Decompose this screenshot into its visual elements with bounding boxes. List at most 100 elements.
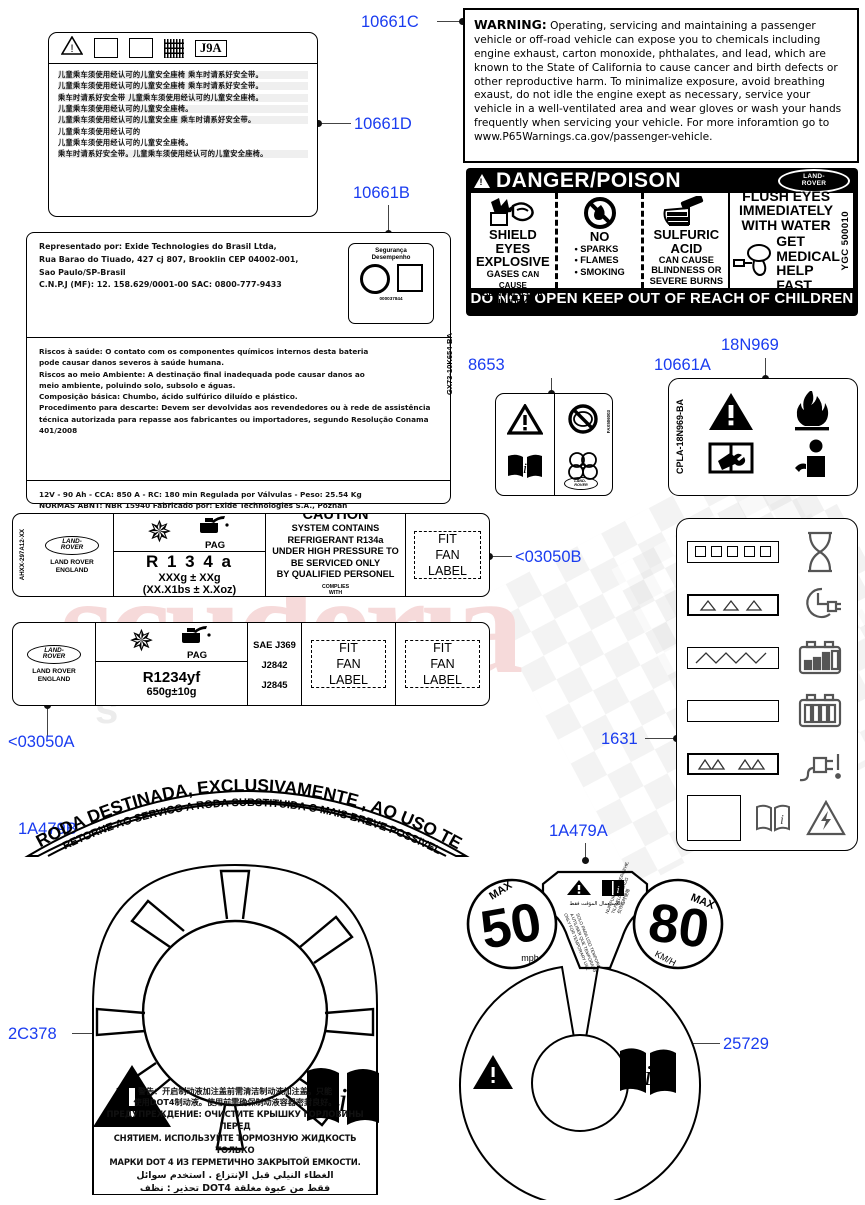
label-1631-icon-grid[interactable]: i: [676, 518, 858, 851]
label-25729-ring[interactable]: i: [450, 955, 710, 1205]
sulfuric-acid-icon: [663, 196, 709, 228]
icon-grid-row: [687, 740, 847, 787]
battery-header-line: Sao Paulo/SP-Brasil: [39, 267, 126, 277]
leader-10661C: [437, 21, 463, 23]
battery-header-section: Representado por: Exide Technologies do …: [27, 233, 450, 337]
brake-cap-line-ar: فقط من عبوة مغلقة DOT4 تحذير : نظف: [139, 1182, 331, 1194]
ring-svg: i: [459, 965, 701, 1205]
ac2-refrigerant-cell: ✵ PAG R1234yf 650g±10g: [95, 623, 247, 705]
ac-caution-body: SYSTEM CONTAINS REFRIGERANT R134a UNDER …: [272, 523, 399, 580]
warning-triangle-icon: [474, 173, 490, 188]
icon-grid-row: [687, 687, 847, 734]
leader-dot-10661C: [459, 18, 466, 25]
land-rover-oval-icon: LAND- ROVER: [778, 168, 850, 193]
callout-10661C[interactable]: 10661C: [361, 13, 419, 31]
leader-10661B: [388, 205, 390, 235]
callout-18N969[interactable]: 18N969: [721, 336, 779, 354]
battery-header-line: Rua Barao do Tiuado, 427 cj 807, Brookli…: [39, 254, 299, 264]
ac-brand-name: LAND ROVER ENGLAND: [50, 558, 94, 574]
callout-10661A[interactable]: 10661A: [654, 356, 711, 374]
manual-book-icon: i: [307, 1067, 379, 1125]
ac-r134a-label[interactable]: AHXX-297A12-XX LAND- ROVER LAND ROVER EN…: [12, 513, 490, 597]
no-flame-icon: [583, 196, 617, 230]
china-label-header: ! J9A: [49, 33, 317, 64]
china-line: 儿童乘车须使用经认可的儿童安全座椅 乘车时请系好安全带。: [58, 82, 308, 91]
battery-header-line: Representado por: Exide Technologies do …: [39, 242, 277, 251]
china-child-seat-label[interactable]: ! J9A 儿童乘车须使用经认可的儿童安全座椅 乘车时请系好安全带。 儿童乘车须…: [48, 32, 318, 217]
warning-triangle-icon: [473, 1055, 513, 1089]
brazil-battery-label[interactable]: Representado por: Exide Technologies do …: [26, 232, 454, 547]
pag-text: PAG: [187, 649, 208, 661]
china-label-body: 儿童乘车须使用经认可的儿童安全座椅 乘车时请系好安全带。 儿童乘车须使用经认可的…: [49, 64, 317, 165]
snowflake-icon: ✵: [146, 515, 173, 549]
blank-square-icon: [687, 795, 741, 841]
china-line: 乘车时请系好安全带。儿童乘车须使用经认可的儿童安全座椅。: [58, 150, 308, 159]
callout-1631[interactable]: 1631: [601, 730, 638, 748]
ac2-brand-name: LAND ROVER ENGLAND: [32, 667, 76, 683]
callout-03050B[interactable]: <03050B: [515, 548, 582, 566]
callout-10661D[interactable]: 10661D: [354, 115, 412, 133]
label-18n969[interactable]: CPLA-18N969-BA: [668, 378, 858, 496]
china-line: 儿童乘车须使用经认可的儿童安全座 乘车时请系好安全带。: [58, 116, 308, 125]
danger-side-code: YGC 500010: [839, 210, 851, 271]
ac-r1234yf-label[interactable]: LAND- ROVER LAND ROVER ENGLAND ✵ PAG R: [12, 622, 490, 706]
ac2-sae-cell: SAE J369 J2842 J2845: [247, 623, 301, 705]
seal-line-1: Segurança: [375, 247, 407, 254]
svg-text:i: i: [523, 461, 527, 477]
brake-cap-text-block: 警告：开启制动液加注盖前需清洁制动液加注盖。只能 使用DOT4制动液。使用前需确…: [99, 1086, 371, 1195]
empty-box-2: [129, 38, 153, 58]
battery-spec-line: 12V - 90 Ah - CCA: 850 A - RC: 180 min R…: [39, 490, 362, 499]
qr-code-icon: [164, 38, 184, 58]
callout-2C378[interactable]: 2C378: [8, 1025, 57, 1043]
icon-grid-row: [687, 528, 847, 575]
leader-03050A: [47, 705, 49, 737]
ac-charge-imperial: (XX.X1bs ± X.Xoz): [142, 584, 237, 596]
p65-warning-text: WARNING: Operating, servicing and mainta…: [465, 10, 857, 145]
ac-caution-heading: CAUTION: [302, 513, 369, 524]
p65-warning-label[interactable]: WARNING: Operating, servicing and mainta…: [463, 8, 859, 163]
ac2-fit-fan-cell-1: FIT FAN LABEL: [301, 623, 395, 705]
spare-wheel-arc-label[interactable]: RODA DESTINADA, EXCLUSIVAMENTE , AO USO …: [15, 736, 472, 857]
hourglass-icon: [793, 530, 847, 574]
callout-1A479A[interactable]: 1A479A: [549, 822, 608, 840]
brake-cap-line-ru: СНЯТИЕМ. ИСПОЛЬЗУЙТЕ ТОРМОЗНУЮ ЖИДКОСТЬ …: [113, 1132, 357, 1155]
ac-caution-cell: CAUTION SYSTEM CONTAINS REFRIGERANT R134…: [265, 514, 405, 596]
ac-fit-fan-cell: FIT FAN LABEL: [405, 514, 489, 596]
battery-body-line: Procedimento para descarte: Devem ser de…: [39, 403, 431, 413]
danger-poison-label[interactable]: DANGER/POISON LAND- ROVER SHIELDEYESEXPL…: [466, 168, 858, 316]
speed-label-arabic: للاستعمال المؤقت فقط: [569, 901, 620, 907]
land-rover-oval-icon: LAND- ROVER: [45, 535, 99, 555]
p65-body: Operating, servicing and maintaining a p…: [474, 20, 842, 143]
callout-1A479B[interactable]: 1A479B: [18, 820, 77, 838]
label-8653[interactable]: i LAND-ROVER FAX506003: [495, 393, 613, 496]
danger-cell-3-line2: CAN CAUSE: [658, 255, 714, 266]
fit-fan-label-box: FIT FAN LABEL: [310, 640, 387, 688]
icon-grid-row: i: [687, 793, 847, 843]
china-line: 乘车时请系好安全带 儿童乘车须使用经认可的儿童安全座椅。: [58, 93, 308, 102]
brand-line-2: ROVER: [801, 179, 827, 187]
leader-dot-10661D: [315, 120, 322, 127]
ac-charge-metric: XXXg ± XXg: [158, 572, 221, 584]
callout-03050A[interactable]: <03050A: [8, 733, 75, 751]
ac2-refrigerant-type: R1234yf: [142, 669, 201, 686]
speed-right-value: 80: [645, 892, 713, 960]
land-rover-oval-icon: LAND- ROVER: [27, 644, 81, 664]
blank-bar-icon: [687, 699, 779, 722]
seal-glyph-row: [359, 264, 423, 295]
callout-10661B[interactable]: 10661B: [353, 184, 410, 202]
svg-text:i: i: [644, 1061, 652, 1092]
person-wrench-icon: [792, 438, 832, 483]
brake-cap-line-ar: الغطاء النيلي قبل الإنتزاع . استخدم سوائ…: [136, 1169, 334, 1181]
battery-body-section: Riscos à saúde: O contato com os compone…: [27, 337, 450, 480]
shield-eyes-icon: [487, 196, 539, 228]
sae-standard: SAE J369: [253, 638, 296, 650]
oil-can-group: PAG: [180, 624, 214, 661]
brake-fluid-cap-label[interactable]: i 警告：开启制动液加注盖前需清洁制动液加注盖。只能 使用DOT4制动液。使用前…: [85, 855, 385, 1195]
ac2-icon-row: ✵ PAG: [96, 623, 247, 661]
spare-wheel-arc-svg: RODA DESTINADA, EXCLUSIVAMENTE , AO USO …: [15, 736, 470, 857]
battery-spec-line: NORMAS ABNT: NBR 15940 Fabricado por: Ex…: [39, 501, 348, 511]
callout-8653[interactable]: 8653: [468, 356, 505, 374]
callout-25729[interactable]: 25729: [723, 1035, 769, 1053]
